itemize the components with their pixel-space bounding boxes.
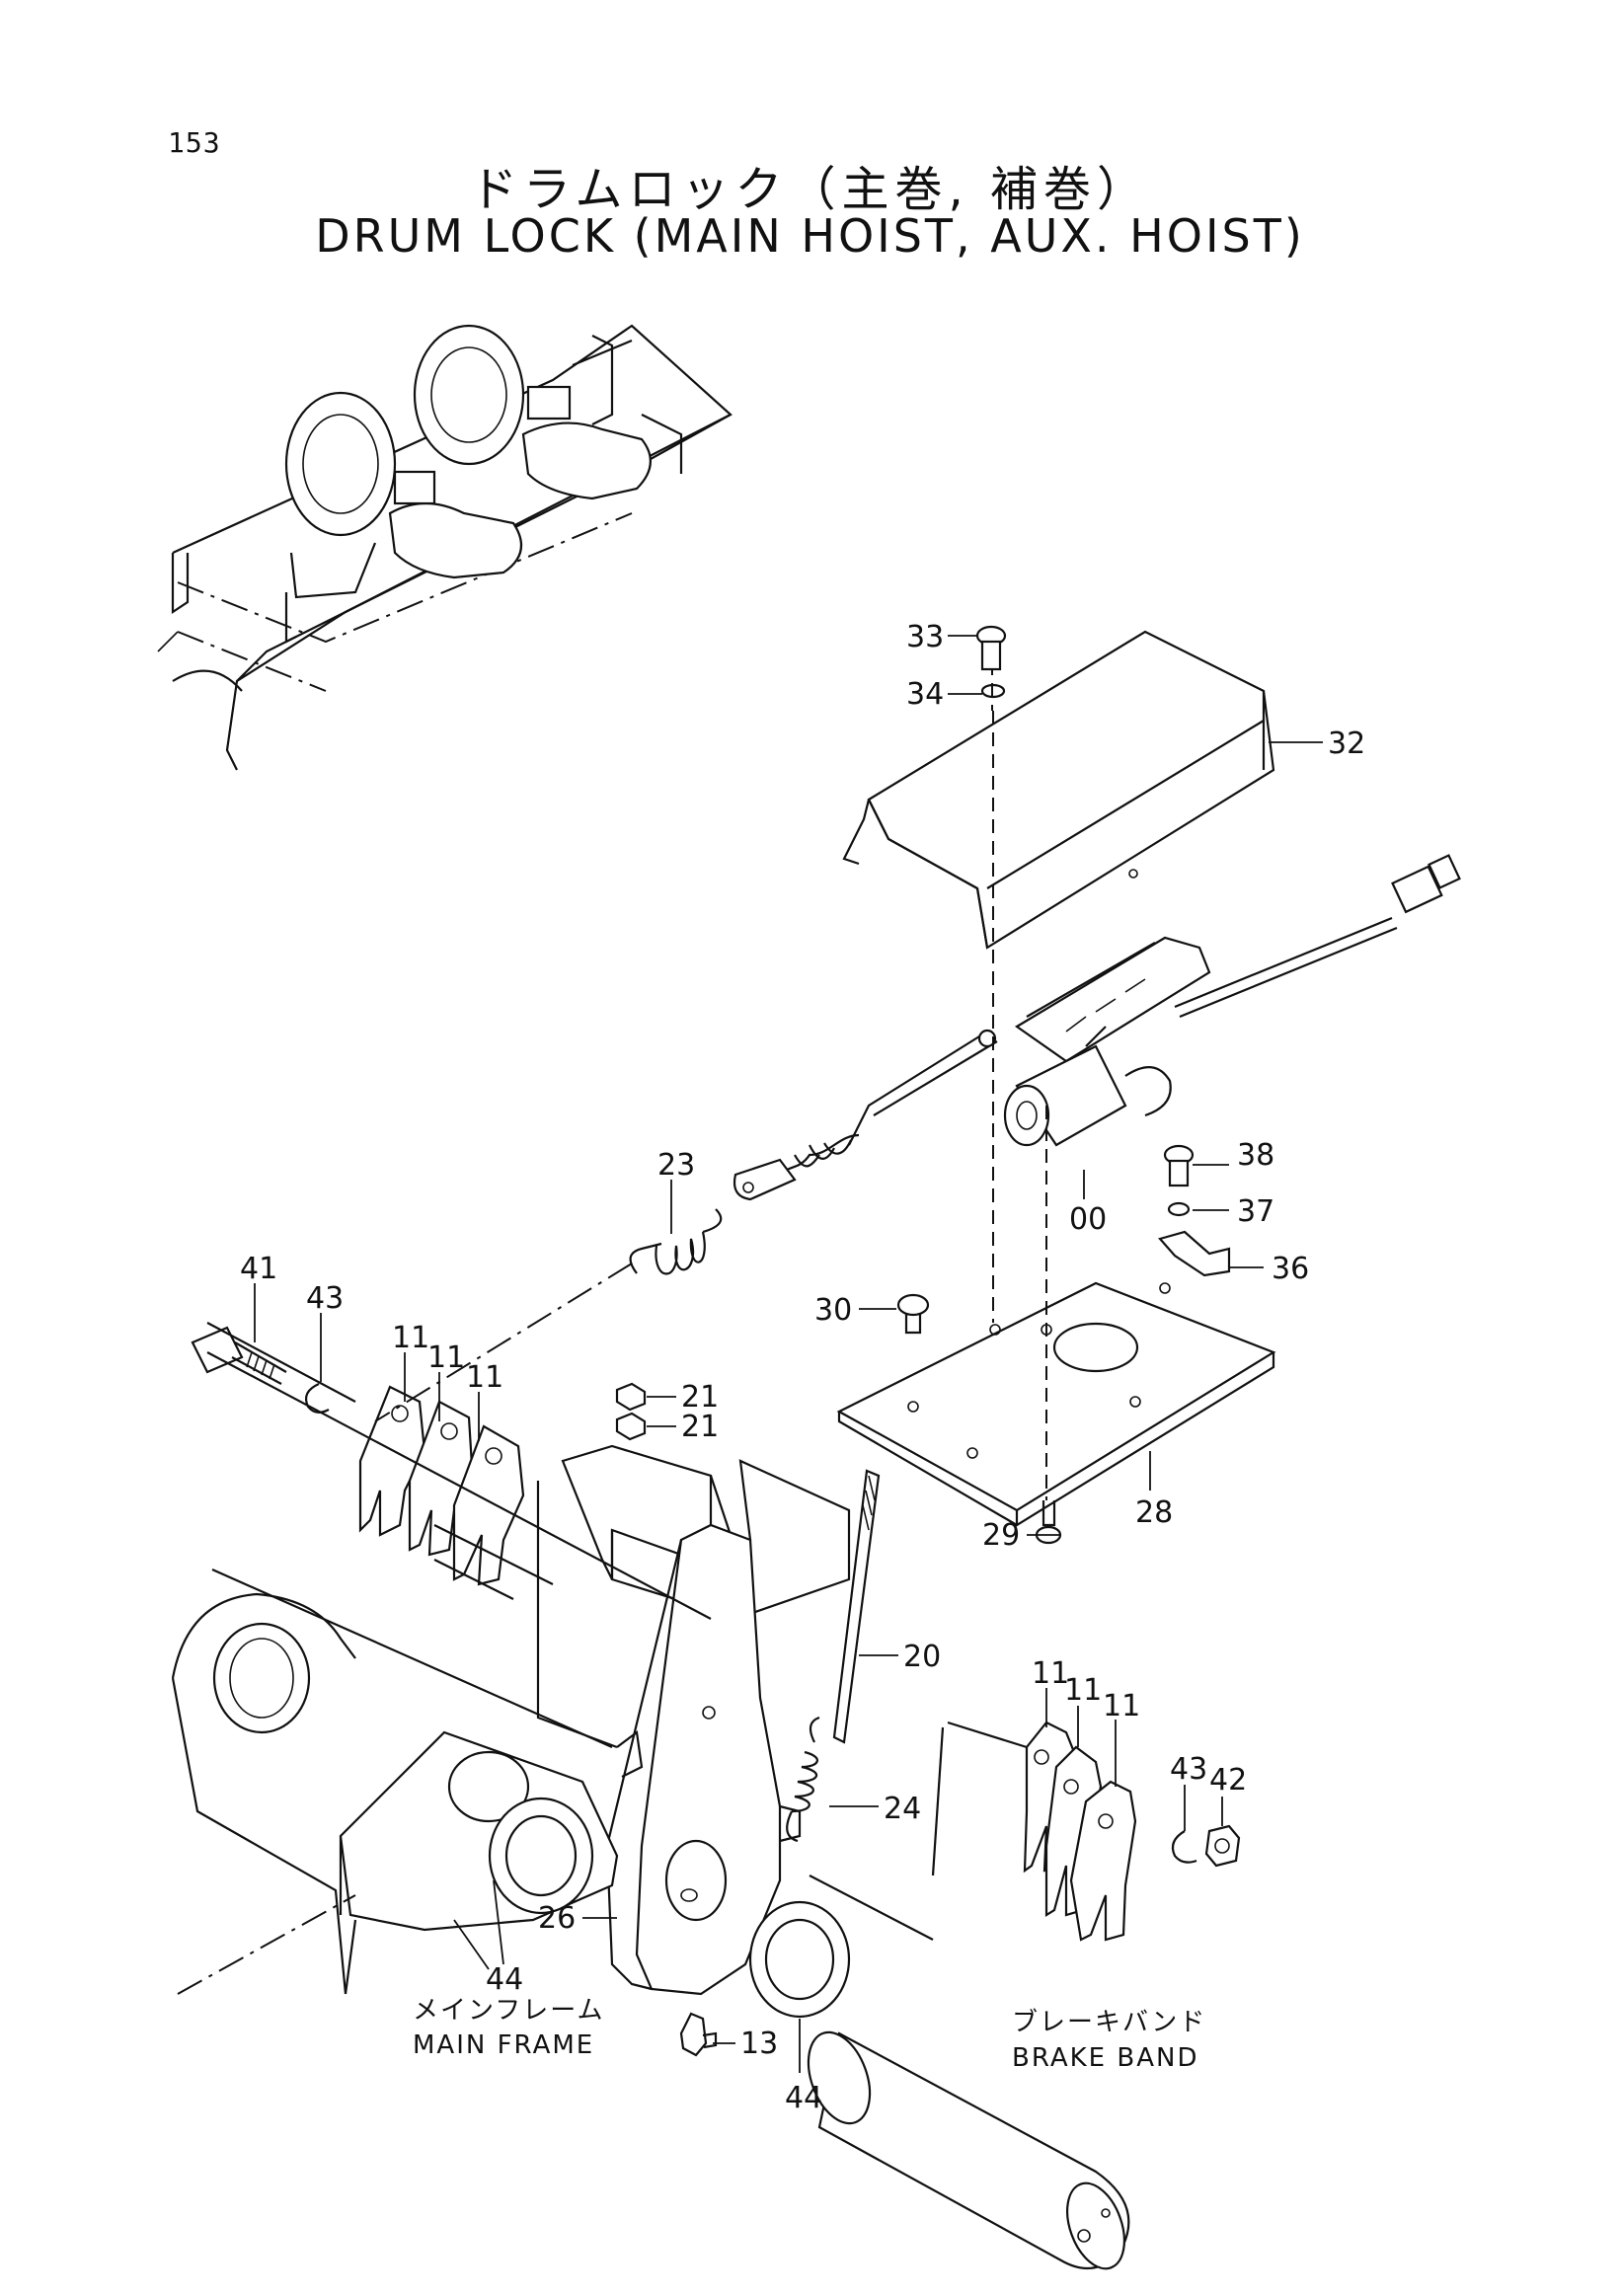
part-callouts: 33 34 32 38 37 36 00 23 30 41 43 11 11 1… [240,620,1365,2115]
callout-11-f: 11 [1103,1689,1140,1723]
overview-assembly-sketch [157,324,733,771]
callout-11-b: 11 [427,1340,465,1375]
bolt-part-30 [896,1293,930,1335]
main-frame-caption-en: MAIN FRAME [413,2030,594,2060]
electric-actuator-part-00 [733,854,1461,1201]
callout-38: 38 [1237,1138,1274,1173]
leader-lines [254,635,1323,2073]
spring-part-24 [786,1716,820,1843]
callout-20: 20 [903,1640,941,1674]
callout-11-d: 11 [1032,1656,1069,1691]
callout-36: 36 [1272,1252,1309,1286]
frame-outline [809,1875,934,1941]
washer-part-34 [980,683,1006,699]
callout-11-e: 11 [1064,1673,1102,1708]
callout-13: 13 [740,2027,778,2061]
callout-28: 28 [1135,1495,1173,1530]
callout-32: 32 [1328,727,1365,761]
page-title-english: DRUM LOCK (MAIN HOIST, AUX. HOIST) [315,209,1305,263]
bracket-part-36 [1158,1230,1231,1277]
callout-41: 41 [240,1252,277,1286]
callout-37: 37 [1237,1194,1274,1229]
callout-43-right: 43 [1170,1752,1207,1787]
callout-29: 29 [982,1518,1020,1553]
center-line [177,1894,356,1995]
lock-plate-set-left [358,1385,525,1586]
component-captions: メインフレーム MAIN FRAME ブレーキバンド BRAKE BAND [413,1996,1206,2073]
callout-24: 24 [884,1792,921,1826]
callout-21-b: 21 [681,1410,719,1444]
rod-part-20 [832,1469,881,1744]
callout-21-a: 21 [681,1380,719,1415]
mounting-plate-part-28 [836,1281,1276,1527]
callout-11-a: 11 [392,1321,429,1355]
snap-ring-part-43-right [1171,1830,1197,1864]
thrust-washer-part-44 [488,1797,851,2019]
brake-band [807,2030,1130,2270]
callout-26: 26 [538,1901,576,1936]
cover-part-32 [842,630,1275,950]
lock-plate-set-right [931,1721,1137,1942]
callout-30: 30 [814,1293,852,1328]
bolt-part-33 [975,625,1007,671]
callout-42: 42 [1209,1763,1247,1798]
callout-34: 34 [906,677,944,712]
callout-33: 33 [906,620,944,654]
callout-44-right: 44 [785,2081,822,2115]
center-line [374,1263,633,1422]
bolt-part-38 [1163,1144,1195,1187]
nut-part-21 [615,1382,647,1441]
spring-part-23 [629,1208,723,1275]
page-title-japanese: ドラムロック（主巻, 補巻） [469,162,1151,217]
frame-outline [211,1568,613,1749]
callout-11-c: 11 [466,1360,503,1395]
washer-part-37 [1167,1201,1191,1217]
callout-00: 00 [1069,1202,1107,1237]
snap-ring-part-43 [304,1382,330,1414]
callout-44-left: 44 [486,1962,523,1997]
brake-band-caption-jp: ブレーキバンド [1012,2008,1206,2037]
callout-43-left: 43 [306,1281,344,1316]
page-number: 153 [168,126,221,159]
bolt-part-41 [191,1326,287,1385]
nut-part-42 [1204,1824,1241,1868]
callout-23: 23 [657,1148,695,1183]
brake-band-caption-en: BRAKE BAND [1012,2043,1198,2073]
grease-fitting-part-13 [679,2012,718,2057]
main-frame-caption-jp: メインフレーム [413,1996,604,2026]
